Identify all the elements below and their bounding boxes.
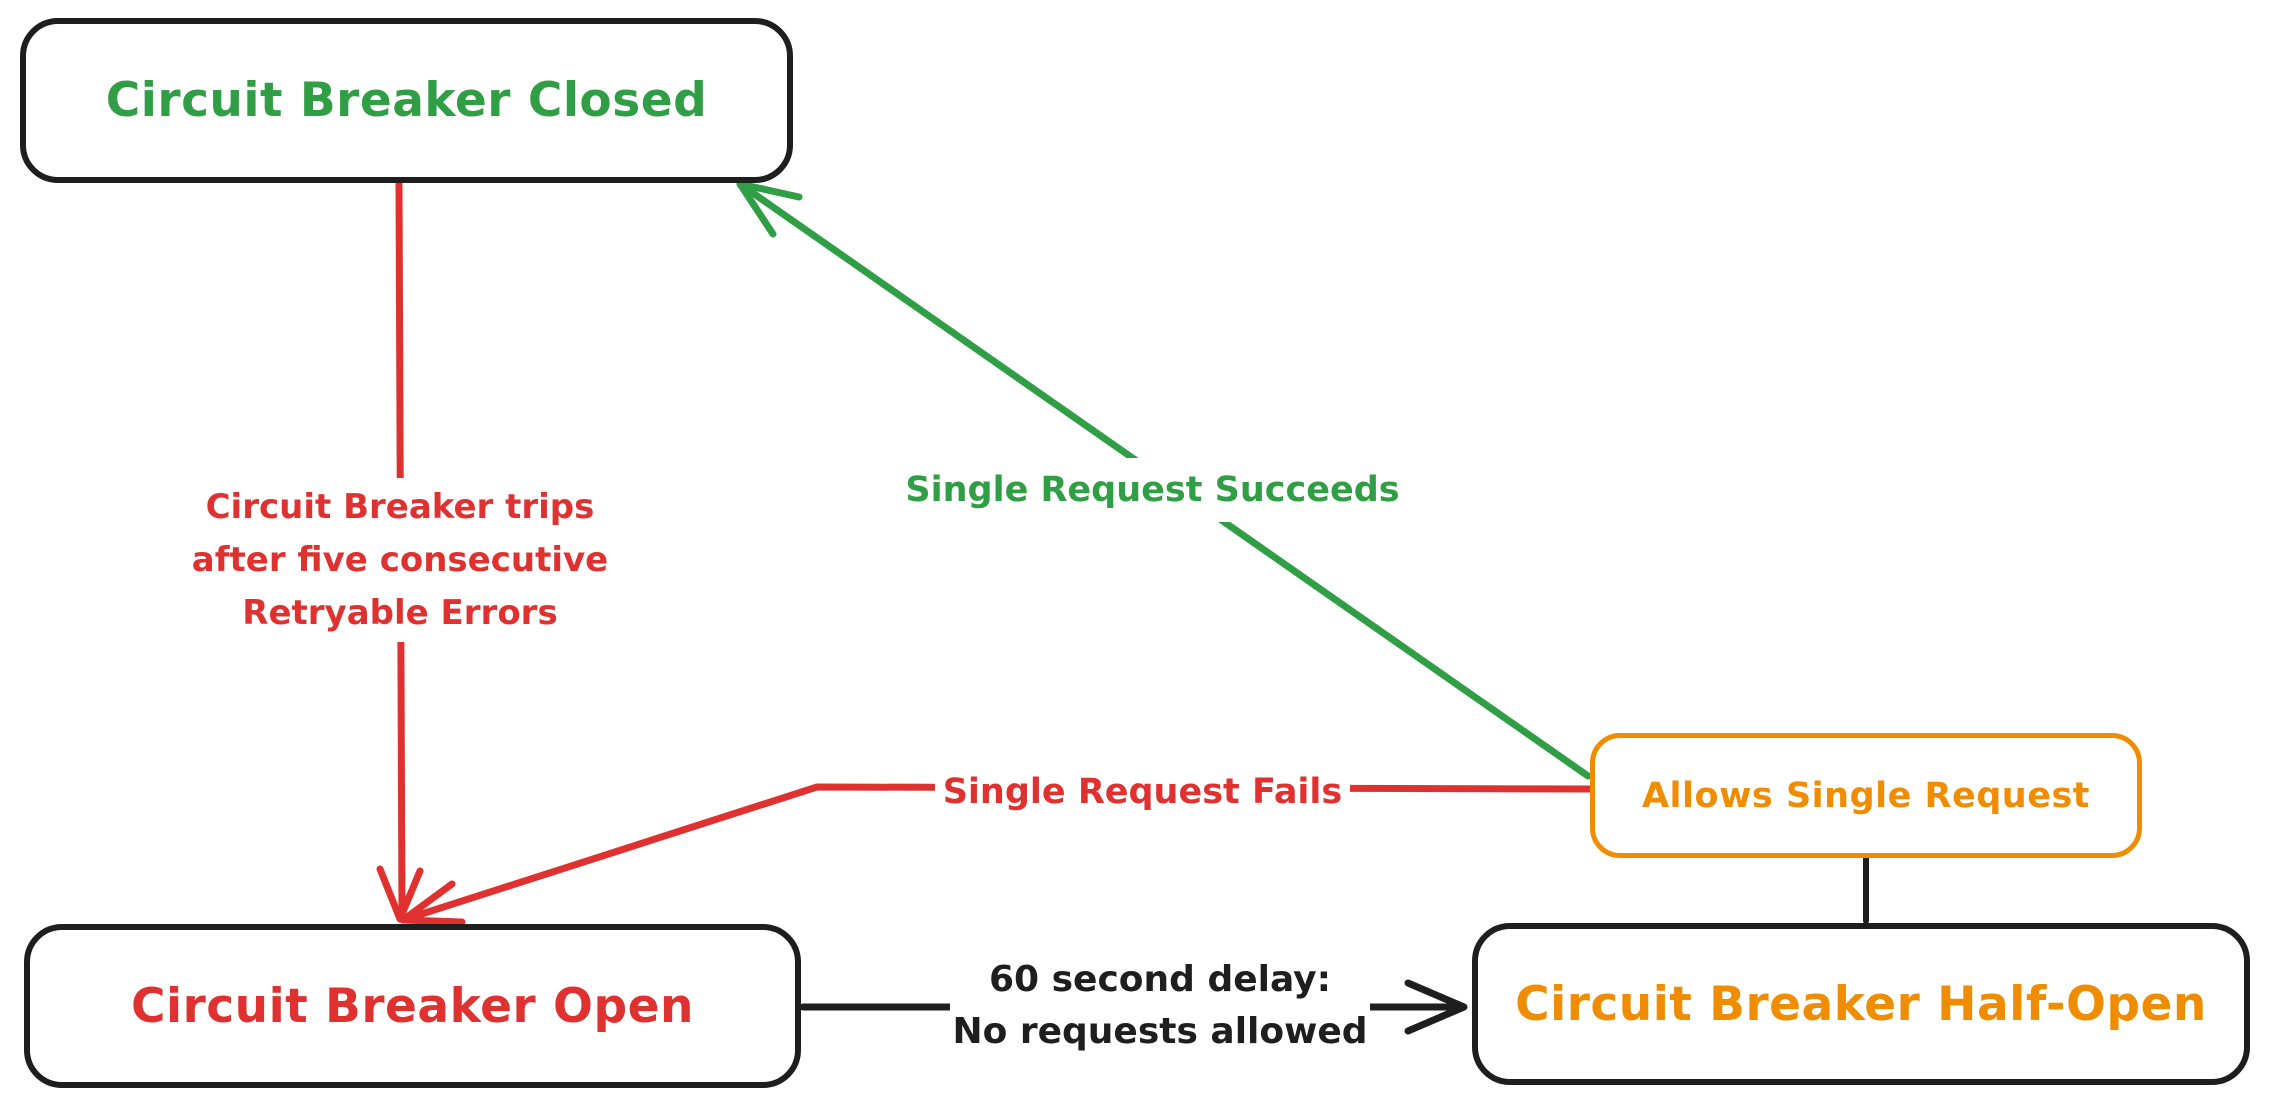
edge-label-trips-line2: after five consecutive (191, 539, 609, 580)
edge-label-delay-line1: 60 second delay: (988, 959, 1332, 1000)
node-circuit-breaker-half-open: Circuit Breaker Half-Open (1472, 923, 2250, 1085)
edge-label-trips-line3: Retryable Errors (242, 592, 558, 633)
edge-label-trips-line1: Circuit Breaker trips (205, 486, 595, 527)
edge-label-delay: 60 second delay: No requests allowed (950, 951, 1370, 1061)
edge-label-delay-line2: No requests allowed (952, 1011, 1368, 1052)
node-circuit-breaker-closed-label: Circuit Breaker Closed (105, 73, 708, 128)
node-circuit-breaker-closed: Circuit Breaker Closed (20, 18, 793, 183)
node-circuit-breaker-open-label: Circuit Breaker Open (131, 978, 694, 1034)
node-circuit-breaker-half-open-label: Circuit Breaker Half-Open (1515, 976, 2207, 1032)
node-allows-single-request-label: Allows Single Request (1641, 775, 2091, 816)
node-allows-single-request: Allows Single Request (1590, 733, 2142, 858)
edge-label-succeeds: Single Request Succeeds (905, 458, 1400, 522)
edge-label-fails: Single Request Fails (935, 760, 1350, 824)
edge-label-succeeds-text: Single Request Succeeds (905, 469, 1400, 510)
edge-label-trips: Circuit Breaker trips after five consecu… (178, 478, 622, 642)
edge-label-fails-text: Single Request Fails (942, 771, 1343, 812)
node-circuit-breaker-open: Circuit Breaker Open (24, 924, 801, 1088)
